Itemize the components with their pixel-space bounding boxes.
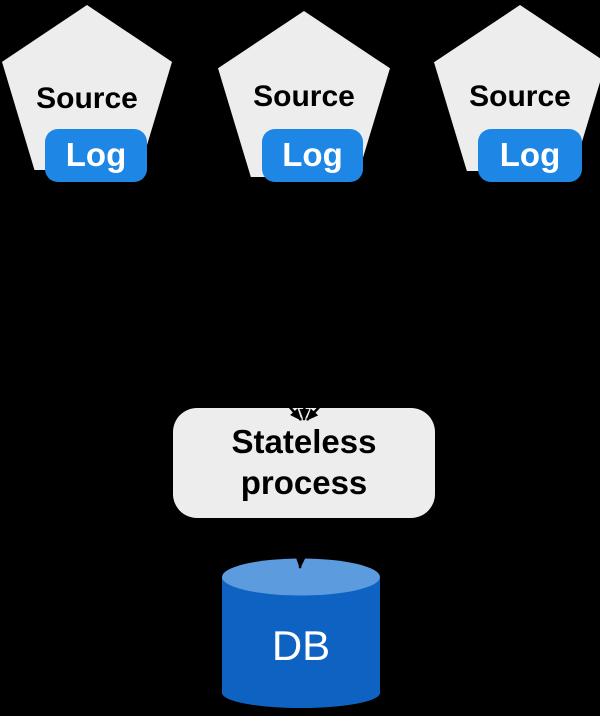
log-badge-label: Log [65, 135, 127, 173]
log-badge: Log [45, 129, 147, 182]
db-label: DB [271, 622, 331, 669]
log-badge: Log [478, 129, 582, 182]
log-badge-label: Log [282, 135, 343, 173]
db-cylinder: DB [222, 558, 380, 709]
db-cylinder-shape [222, 558, 380, 708]
stateless-process-box: Stateless process [173, 408, 435, 518]
arrow-source1-to-process [95, 182, 302, 421]
log-badge: Log [262, 129, 363, 182]
source-label: Source [469, 80, 571, 113]
source-label: Source [253, 80, 355, 113]
arrow-source3-to-process [306, 182, 531, 421]
stateless-process-label: Stateless process [231, 423, 377, 501]
source-label: Source [36, 82, 138, 115]
log-badge-label: Log [499, 135, 561, 173]
arrow-source2-to-process [299, 183, 314, 421]
